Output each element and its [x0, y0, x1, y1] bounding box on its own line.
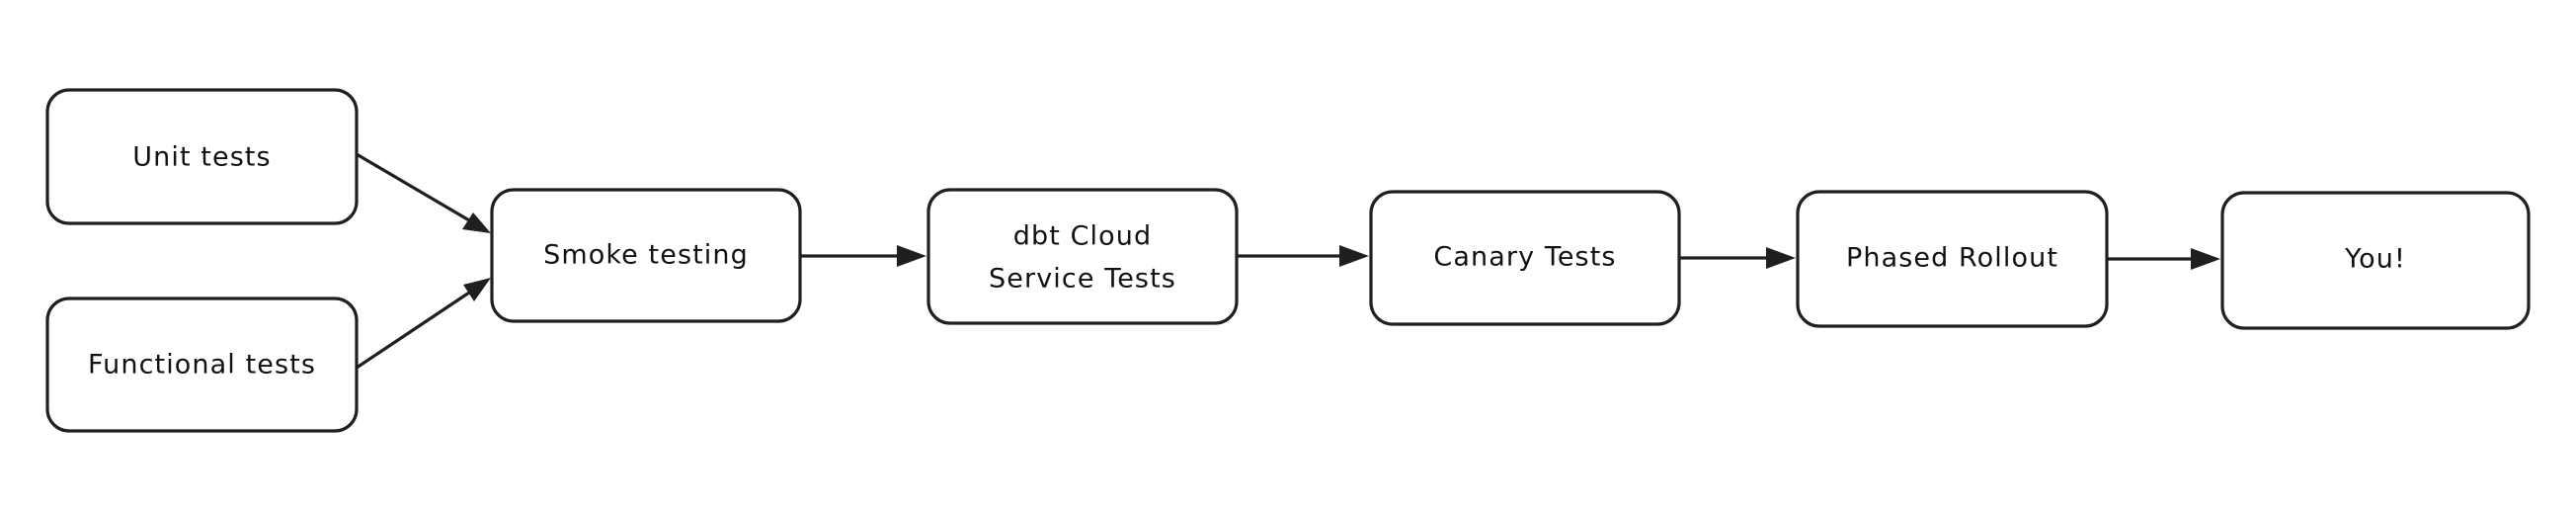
node-functional-tests-shape[interactable] — [45, 297, 359, 433]
edge-unit-to-smoke-line — [356, 152, 482, 229]
edge-smoke-to-dbt-arrowhead — [897, 245, 926, 267]
edge-unit-to-smoke-arrowhead — [462, 212, 491, 233]
node-dbt-cloud-service-tests[interactable]: dbt Cloud Service Tests — [926, 188, 1239, 325]
node-functional-tests[interactable]: Functional tests — [45, 297, 359, 433]
edge-dbt-to-canary — [1237, 245, 1369, 267]
node-unit-tests-shape[interactable] — [45, 88, 359, 225]
node-unit-tests-label: Unit tests — [132, 142, 271, 173]
node-canary-tests[interactable]: Canary Tests — [1369, 190, 1681, 326]
node-smoke-testing[interactable]: Smoke testing — [490, 188, 802, 323]
node-phased-rollout[interactable]: Phased Rollout — [1796, 190, 2109, 328]
node-phased-rollout-label: Phased Rollout — [1846, 243, 2058, 274]
nodes-layer: Unit tests Functional tests Smoke testin… — [45, 88, 2531, 433]
node-you-shape[interactable] — [2220, 191, 2531, 330]
node-canary-tests-label: Canary Tests — [1433, 242, 1616, 273]
node-dbt-cloud-service-tests-label-line2: Service Tests — [989, 264, 1176, 295]
node-unit-tests[interactable]: Unit tests — [45, 88, 359, 225]
node-you[interactable]: You! — [2220, 191, 2531, 330]
edge-functional-to-smoke-line — [356, 283, 482, 370]
node-smoke-testing-shape[interactable] — [490, 188, 802, 323]
node-you-label: You! — [2344, 244, 2406, 275]
node-phased-rollout-shape[interactable] — [1796, 190, 2109, 328]
node-canary-tests-shape[interactable] — [1369, 190, 1681, 326]
node-dbt-cloud-service-tests-label-line1: dbt Cloud — [1013, 221, 1152, 252]
node-dbt-cloud-service-tests-shape[interactable] — [926, 188, 1239, 325]
node-functional-tests-label: Functional tests — [88, 350, 316, 381]
edge-phased-to-you — [2107, 248, 2220, 270]
edge-smoke-to-dbt — [800, 245, 926, 267]
edge-phased-to-you-arrowhead — [2191, 248, 2220, 270]
edges-layer — [356, 152, 2220, 370]
edge-canary-to-phased-arrowhead — [1766, 247, 1796, 269]
node-smoke-testing-label: Smoke testing — [543, 240, 749, 271]
edge-unit-to-smoke — [356, 152, 491, 233]
edge-dbt-to-canary-arrowhead — [1339, 245, 1369, 267]
edge-canary-to-phased — [1679, 247, 1796, 269]
edge-functional-to-smoke-arrowhead — [463, 278, 491, 301]
edge-functional-to-smoke — [356, 278, 491, 370]
